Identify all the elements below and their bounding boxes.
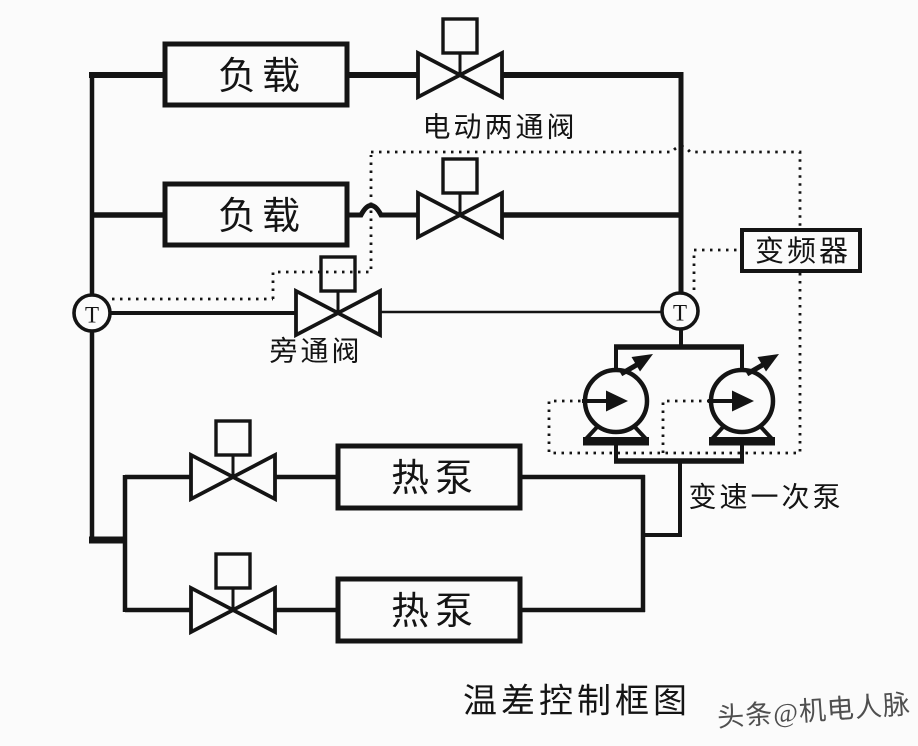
two-way-valve-2	[416, 157, 504, 239]
pipe-network	[89, 72, 744, 613]
bypass-valve	[294, 255, 382, 337]
load2-label: 负载	[218, 196, 306, 238]
signal-vfd-to-pump1	[547, 273, 802, 455]
load1-label: 负载	[218, 56, 306, 98]
load1-box	[162, 41, 350, 108]
vfd-box	[740, 228, 862, 273]
signal-two-way-valve-bus	[371, 145, 802, 227]
load2-box	[162, 181, 350, 248]
t2-sensor-circle	[660, 291, 700, 331]
heat-pump1-label: 热泵	[391, 458, 479, 500]
primary-pumps	[582, 347, 779, 462]
signal-t2-to-vfd	[692, 248, 740, 290]
heat-pump2-box	[335, 576, 523, 644]
control-signal-lines	[112, 145, 802, 455]
t1-sensor-circle	[72, 293, 112, 333]
equipment-boxes	[162, 41, 862, 644]
two-way-valve-1	[416, 17, 504, 99]
heat-pump1-box	[335, 443, 523, 511]
pump-2	[708, 347, 779, 462]
watermark-text: 头条@机电人脉	[716, 689, 911, 732]
diagram-title: 温差控制框图	[463, 683, 691, 721]
t1-sensor-letter: T	[85, 303, 99, 328]
temperature-sensors	[72, 291, 700, 333]
primary-pump-label: 变速一次泵	[688, 482, 843, 514]
signal-vfd-to-pump2	[661, 399, 709, 453]
pipe-load2-hop-to-valve2	[347, 203, 419, 218]
heat-pump2-label: 热泵	[391, 591, 479, 633]
vfd-label: 变频器	[755, 235, 851, 268]
t2-sensor-letter: T	[673, 301, 687, 326]
two-way-valve-label: 电动两通阀	[422, 112, 577, 144]
bypass-valve-label: 旁通阀	[269, 336, 362, 368]
pump-1	[582, 347, 653, 462]
heat-pump1-valve	[189, 419, 277, 501]
pipe-pump-outlet-drop	[641, 459, 682, 537]
valves	[189, 17, 504, 634]
heat-pump2-valve	[189, 552, 277, 634]
